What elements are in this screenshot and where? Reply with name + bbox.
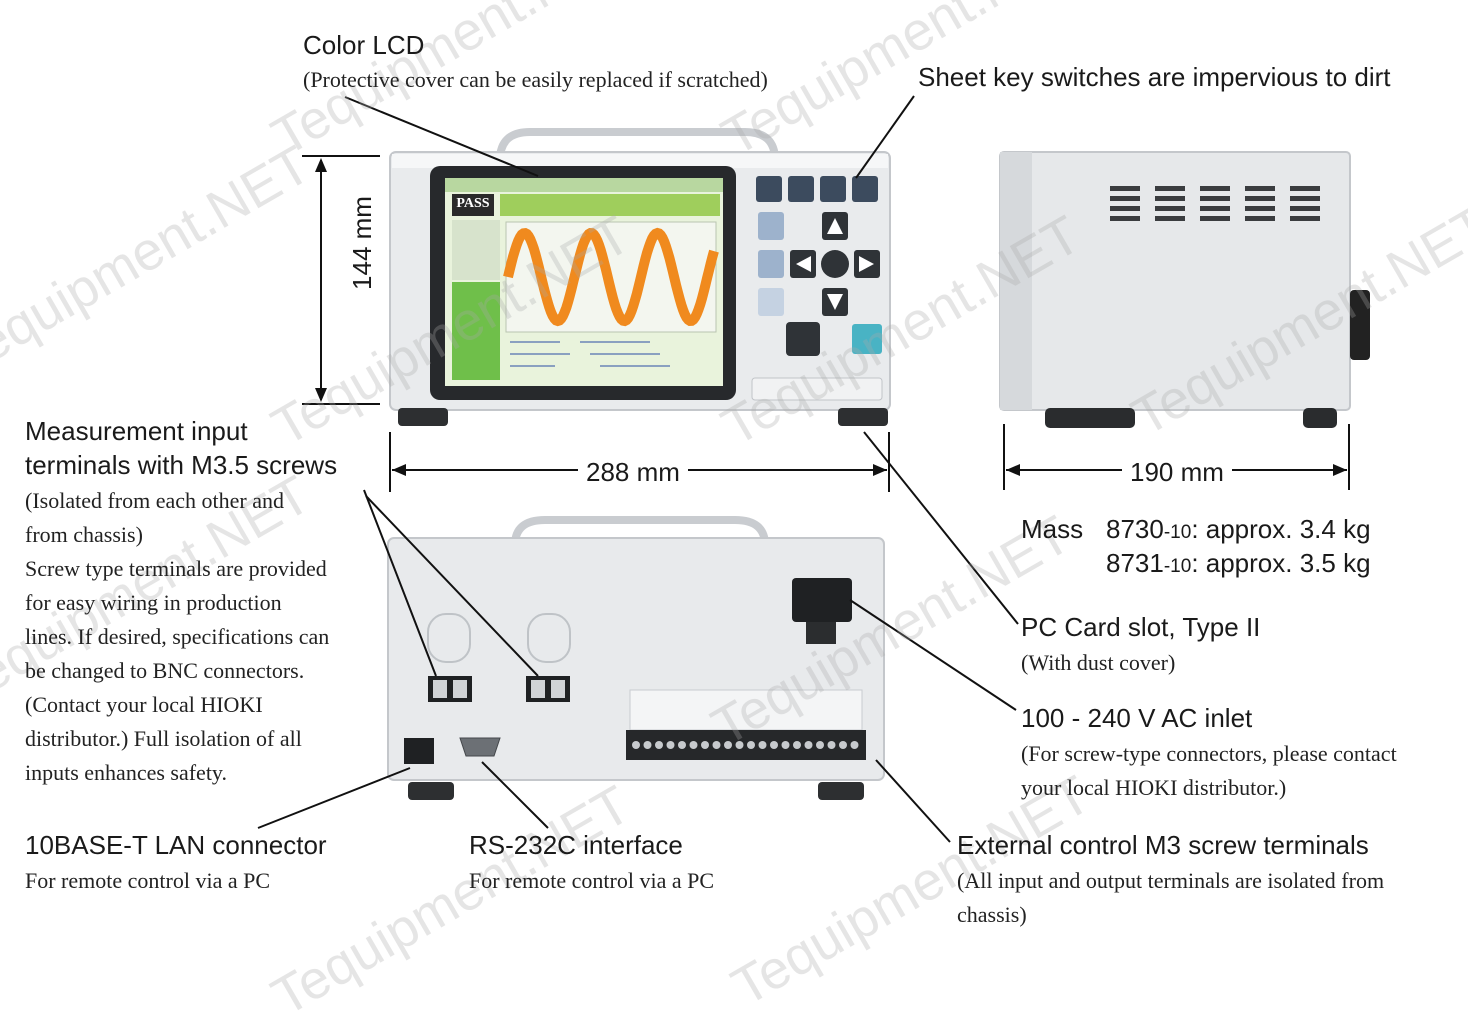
mass-model-suffix: -10 [1163,522,1192,543]
color-lcd-note: (Protective cover can be easily replaced… [303,67,768,92]
measurement-title-line1: Measurement input [25,416,248,446]
measurement-note-line: for easy wiring in production [25,590,282,615]
pass-badge [452,194,494,216]
measurement-note-line: Screw type terminals are provided [25,556,327,581]
terminal-screw [781,741,790,749]
front-foot-right [838,408,888,426]
arrow-left-icon [796,256,811,272]
measurement-note-line: lines. If desired, specifications can [25,624,330,649]
measurement-note-line: be changed to BNC connectors. [25,658,305,683]
mass-line1: 8730-10: approx. 3.4 kg [1106,512,1371,550]
terminal-screw [666,741,675,749]
lan-title: 10BASE-T LAN connector [25,830,327,860]
front-view [389,128,891,426]
external-title: External control M3 screw terminals [957,830,1369,860]
rear-handle [511,516,769,546]
lan-port [404,738,434,764]
sheet-key-panel [756,176,882,356]
side-view [999,151,1370,428]
ac-inlet-title: 100 - 240 V AC inlet [1021,703,1253,733]
terminal-screw [770,741,778,749]
screen-green-panel [452,282,500,380]
terminal-screw [689,741,698,749]
rs232-title: RS-232C interface [469,830,683,860]
mass-value: : approx. 3.5 kg [1191,548,1371,578]
terminal-screw [816,741,824,749]
terminal-screw [678,741,686,749]
rs232-port [459,737,501,757]
measurement-note-line: inputs enhances safety. [25,760,228,785]
pass-badge-text: PASS [456,196,490,211]
pc-card-note: (With dust cover) [1021,650,1176,675]
measurement-note-line: distributor.) Full isolation of all [25,726,302,751]
waveform-trace [503,227,719,327]
terminal-screw [804,741,813,749]
arrow-right-icon [859,256,874,272]
measurement-title-line2: terminals with M3.5 screws [25,450,338,480]
terminal-screw [701,741,709,749]
ac-inlet [792,578,852,622]
mass-model-suffix: -10 [1163,556,1192,577]
arrow-up-icon [827,218,843,234]
mass-label: Mass [1021,514,1084,544]
enter-key [821,250,849,278]
measurement-note-line: (Isolated from each other and [25,488,284,513]
color-lcd-title: Color LCD [303,30,425,60]
pc-card-slot [751,377,883,401]
terminal-screw [758,741,767,749]
front-handle [496,128,779,161]
terminal-screw [735,741,744,749]
key [756,176,782,202]
height-dimension-label: 144 mm [347,185,377,301]
front-foot-left [398,408,448,426]
terminal-screw [655,741,663,749]
device-illustration [257,95,1370,843]
side-vents [1110,186,1320,221]
depth-dimension-label: 190 mm [1122,455,1232,489]
rear-view [387,516,885,800]
width-dimension-label: 288 mm [578,455,688,489]
external-note-line2: chassis) [957,902,1027,927]
key [788,176,814,202]
key [758,250,784,278]
ac-inlet-note-line2: your local HIOKI distributor.) [1021,775,1287,800]
measurement-note-line: (Contact your local HIOKI [25,692,263,717]
key [820,176,846,202]
key [758,212,784,240]
power-key [786,322,820,356]
mass-model: 8731 [1106,548,1164,578]
terminal-screw [712,741,721,749]
terminal-screw [724,741,732,749]
key [758,288,784,316]
terminal-screw [839,741,847,749]
terminal-screw [850,741,859,749]
side-inlet [1350,290,1370,360]
ac-inlet-note-line1: (For screw-type connectors, please conta… [1021,741,1397,766]
terminal-screw [827,741,836,749]
rear-foot-left [408,782,454,800]
start-key [852,324,882,354]
external-terminal-strip [626,730,866,760]
side-foot-left [1045,408,1135,428]
terminal-screw [643,741,652,749]
lan-note: For remote control via a PC [25,868,271,893]
mass-value: : approx. 3.4 kg [1191,514,1371,544]
terminal-screw [747,741,755,749]
rs232-note: For remote control via a PC [469,868,715,893]
measurement-note-line: from chassis) [25,522,143,547]
external-terminal-labels [629,689,863,731]
mass-line2: 8731-10: approx. 3.5 kg [1106,546,1371,584]
sheet-keys-title: Sheet key switches are impervious to dir… [918,62,1391,92]
side-foot-right [1303,408,1337,428]
rear-foot-right [818,782,864,800]
mass-model: 8730 [1106,514,1164,544]
key [852,176,878,202]
arrow-down-icon [827,294,843,310]
external-note-line1: (All input and output terminals are isol… [957,868,1385,893]
terminal-screw [632,741,640,749]
callout-leaders [257,95,1019,843]
terminal-screw [793,741,801,749]
pc-card-title: PC Card slot, Type II [1021,612,1261,642]
